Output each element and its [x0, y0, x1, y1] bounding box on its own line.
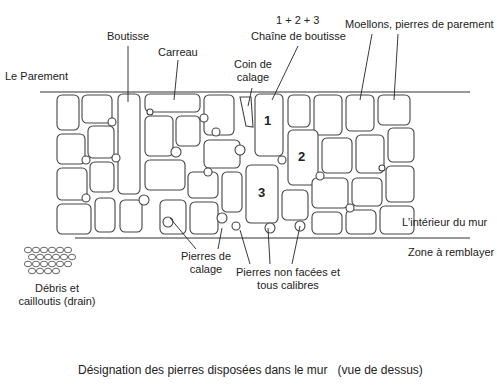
stone: [312, 178, 348, 208]
stone: [386, 166, 414, 202]
stone: [88, 126, 114, 158]
wedge-stone: [204, 168, 212, 176]
pebble: [48, 261, 55, 267]
wedge-stone: [112, 154, 120, 162]
pebble: [64, 261, 71, 267]
callout-number: 1: [264, 114, 271, 127]
stone: [82, 95, 112, 123]
part-label: Pierres de calage: [176, 250, 236, 276]
pebble: [68, 254, 75, 260]
stone: [255, 94, 283, 156]
stone: [204, 140, 240, 168]
wedge-stone: [82, 194, 90, 202]
part-label: 1 + 2 + 3: [276, 14, 319, 27]
stone: [160, 200, 186, 234]
pebble: [36, 268, 43, 274]
leader-lines: [128, 34, 398, 264]
wedge-stone: [147, 109, 153, 115]
part-label: Chaîne de boutisse: [251, 30, 346, 43]
stone: [288, 95, 310, 127]
wedge-stone: [200, 114, 208, 122]
wedge-stone: [379, 165, 385, 171]
stone: [118, 94, 140, 194]
part-label: L'intérieur du mur: [402, 216, 487, 229]
pebble: [40, 247, 47, 253]
wedge-stone: [232, 222, 240, 230]
part-label: Boutisse: [107, 30, 149, 43]
wedge-stone: [346, 204, 354, 212]
stone: [95, 198, 115, 232]
stone: [57, 134, 85, 164]
pebble: [56, 261, 63, 267]
stone: [356, 135, 384, 173]
pebble: [56, 247, 63, 253]
pebble: [60, 254, 67, 260]
stone: [145, 94, 200, 112]
wedge-stone: [163, 217, 173, 227]
stone: [352, 178, 382, 206]
part-label: Zone à remblayer: [408, 246, 494, 259]
pebble: [44, 254, 51, 260]
pebble: [24, 247, 31, 253]
wedge-stone: [108, 118, 116, 126]
part-label: Le Parement: [5, 70, 68, 83]
pebble: [32, 247, 39, 253]
part-label: Coin de calage: [230, 58, 276, 84]
stone: [346, 210, 376, 234]
stone: [346, 95, 374, 131]
callout-number: 2: [298, 150, 305, 163]
pebble: [48, 247, 55, 253]
stone: [312, 212, 342, 234]
stone: [90, 162, 114, 192]
wedge-stone: [278, 156, 286, 164]
stone: [288, 130, 318, 185]
stone: [57, 204, 91, 234]
part-label: Moellons, pierres de parement: [345, 18, 494, 31]
wedge-stone: [316, 172, 324, 180]
part-label: Carreau: [158, 46, 198, 59]
stone: [246, 165, 278, 223]
facing-line: [40, 91, 470, 92]
wedge-stone: [235, 145, 245, 155]
stone: [388, 128, 414, 162]
pebble: [32, 261, 39, 267]
backfill-line: [75, 237, 470, 238]
stone: [282, 190, 308, 220]
stone: [145, 116, 173, 156]
stone: [322, 138, 352, 173]
wedge-stone: [212, 128, 220, 136]
pebble: [28, 254, 35, 260]
stone: [176, 116, 200, 146]
part-label: Débris et cailloutis (drain): [14, 282, 100, 308]
drain-pebbles: [24, 247, 75, 274]
wedge-stone: [217, 213, 227, 223]
stone: [57, 95, 79, 130]
pebble: [52, 268, 59, 274]
stone: [204, 95, 234, 135]
stone: [145, 160, 185, 190]
caption: Désignation des pierres disposées dans l…: [78, 364, 423, 377]
pebble: [36, 254, 43, 260]
stone: [314, 95, 342, 135]
stone: [188, 172, 218, 198]
pebble: [28, 268, 35, 274]
wedge-stone: [265, 223, 275, 233]
wedge-stone: [240, 97, 253, 127]
callout-number: 3: [258, 186, 265, 199]
wedge-stone: [171, 147, 181, 157]
stones: [57, 94, 414, 234]
pebble: [64, 247, 71, 253]
stone: [222, 172, 242, 212]
part-label: Pierres non facées et tous calibres: [226, 266, 350, 292]
pebble: [44, 268, 51, 274]
pebble: [52, 254, 59, 260]
pebble: [24, 261, 31, 267]
wedge-stone: [139, 195, 149, 205]
stone: [120, 200, 142, 232]
pebble: [40, 261, 47, 267]
wedge-stone: [82, 156, 90, 164]
stone: [190, 202, 218, 234]
